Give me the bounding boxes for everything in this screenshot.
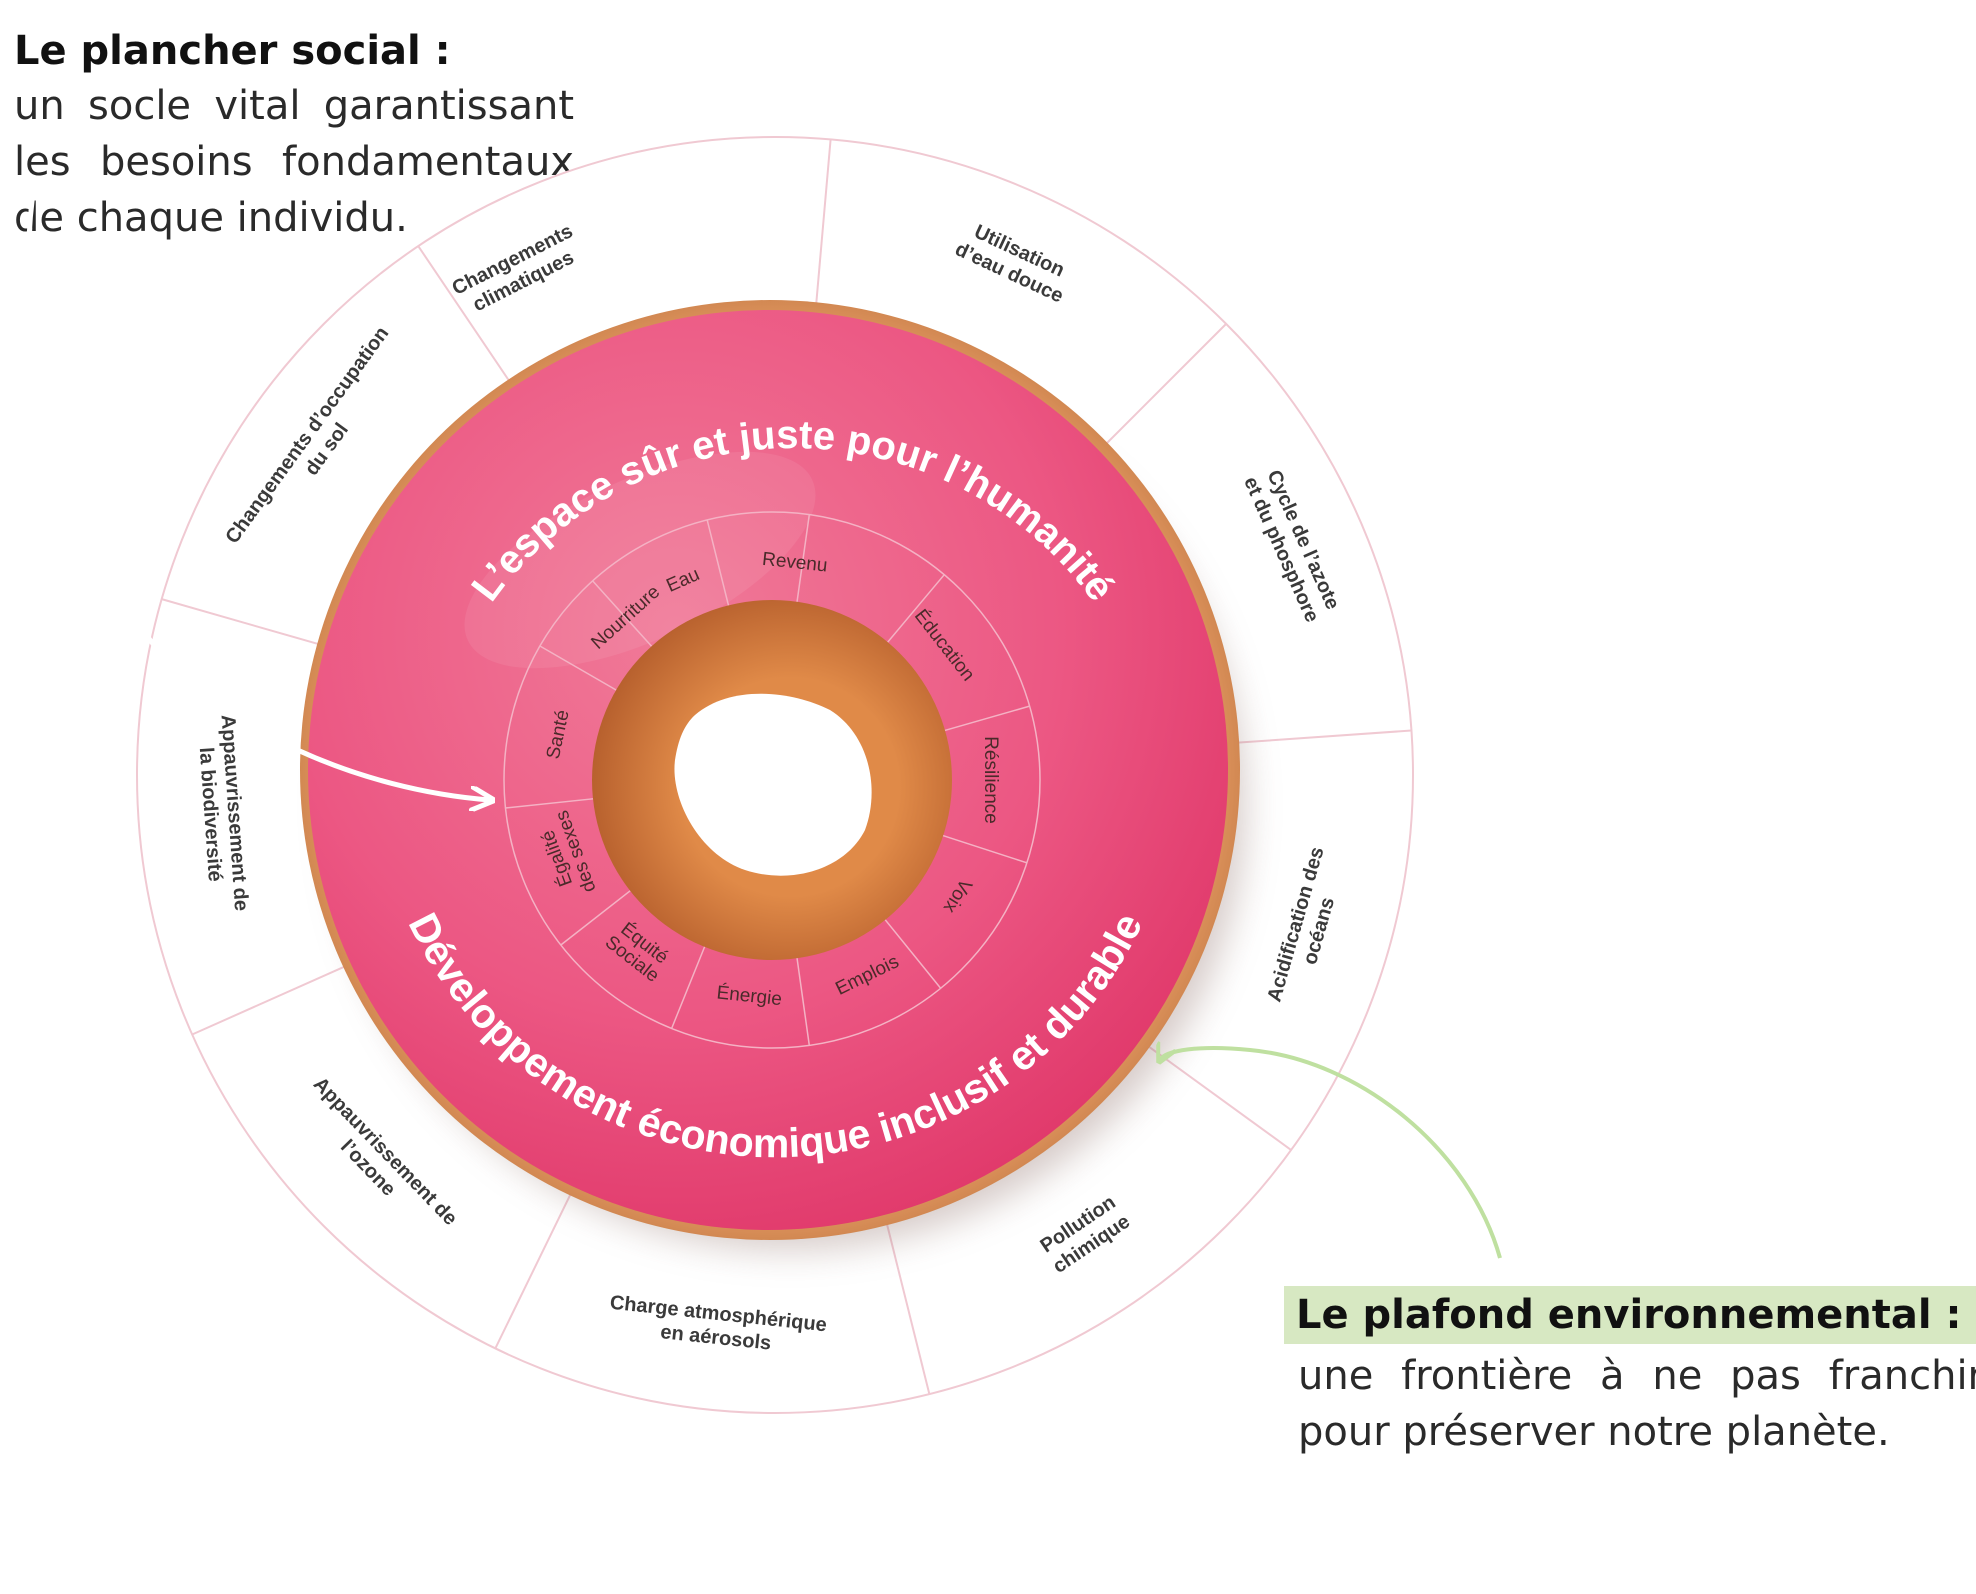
social-divider-line bbox=[539, 645, 627, 697]
social-divider-line bbox=[877, 910, 942, 989]
social-divider-line bbox=[933, 705, 1030, 735]
social-divider-line bbox=[931, 831, 1028, 864]
social-ring-outer bbox=[503, 511, 1041, 1049]
env-ceiling-title: Le plafond environnemental : bbox=[1284, 1286, 1976, 1344]
social-item-label: Résilience bbox=[980, 736, 1001, 824]
donut-hole bbox=[674, 693, 872, 876]
outer-divider-line bbox=[885, 1221, 931, 1395]
env-ceiling-text: une frontière à ne pas franchir pour pré… bbox=[1298, 1353, 1976, 1455]
social-floor-title: Le plancher social : bbox=[14, 28, 451, 74]
env-ceiling-arrow bbox=[1160, 1048, 1502, 1259]
outer-divider-line bbox=[417, 245, 519, 395]
outer-divider-line bbox=[191, 961, 356, 1036]
social-divider-line bbox=[794, 514, 811, 614]
glaze-highlight bbox=[464, 451, 816, 669]
social-floor-callout: Le plancher social : un socle vital gara… bbox=[14, 28, 574, 246]
social-divider-line bbox=[560, 882, 641, 946]
social-ring-dividers bbox=[505, 514, 1030, 1046]
outer-divider-line bbox=[161, 598, 334, 650]
social-divider-line bbox=[794, 946, 811, 1046]
outer-divider-line bbox=[1233, 729, 1412, 744]
outer-divider-line bbox=[1099, 323, 1227, 451]
social-divider-line bbox=[505, 796, 605, 809]
social-floor-arrow bbox=[26, 179, 490, 800]
env-ceiling-callout: Le plafond environnemental : une frontiè… bbox=[1284, 1286, 1976, 1460]
outer-divider-line bbox=[494, 1188, 575, 1349]
social-divider-line bbox=[670, 935, 710, 1029]
social-divider-line bbox=[706, 519, 733, 618]
social-floor-text: un socle vital garantissant les besoins … bbox=[14, 83, 574, 241]
social-divider-line bbox=[879, 574, 945, 652]
social-divider-line bbox=[592, 580, 661, 656]
outer-divider-line bbox=[814, 139, 832, 317]
